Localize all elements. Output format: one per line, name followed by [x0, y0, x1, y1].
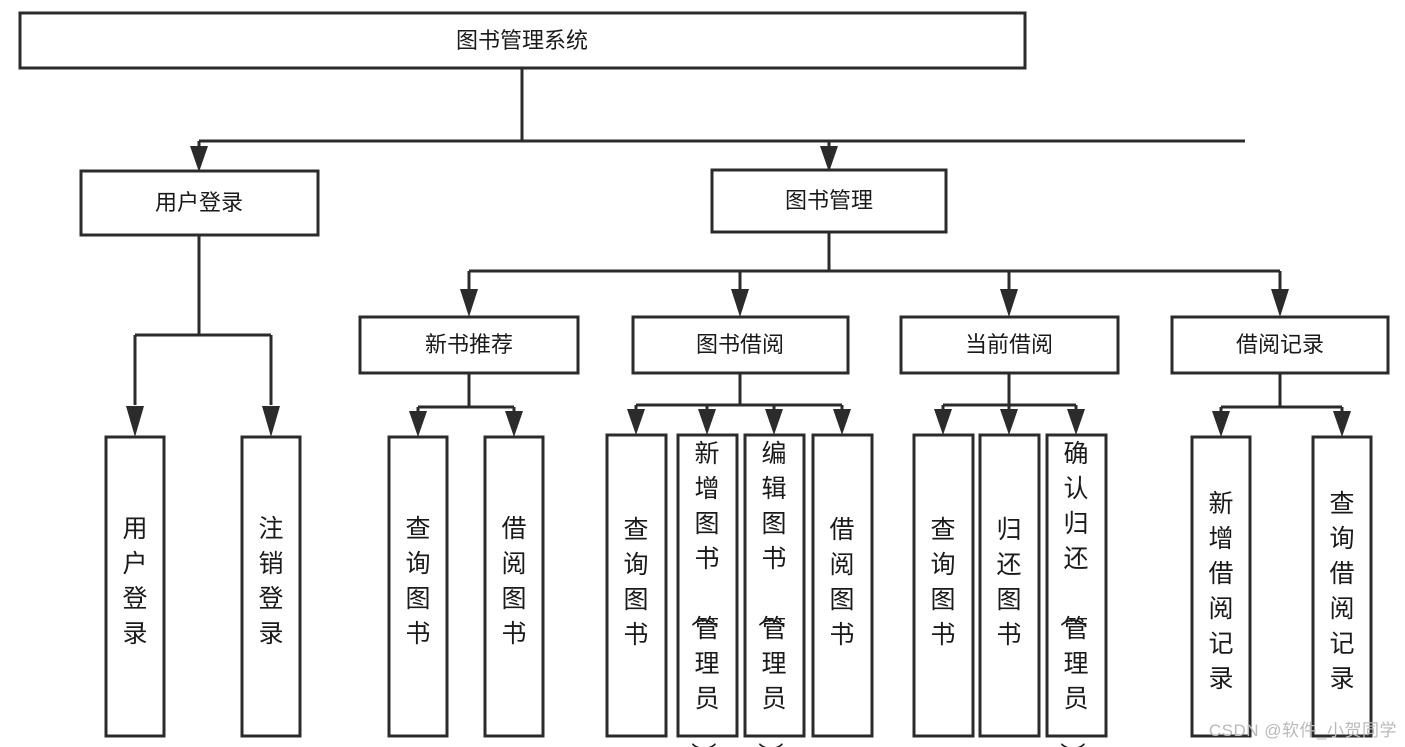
- leaf-bookborrow-borrow-label: 借阅图书: [829, 516, 854, 649]
- node-new-book-recommend-label: 新书推荐: [425, 332, 513, 357]
- arrowhead-newbook-leaf-1: [409, 411, 427, 437]
- leaf-logout-box[interactable]: [240, 435, 302, 738]
- node-new-book-recommend[interactable]: 新书推荐: [358, 315, 580, 375]
- node-borrow-record-label: 借阅记录: [1236, 332, 1324, 357]
- leaf-bookborrow-edit-label: 编辑图书（管理员）: [755, 440, 786, 747]
- node-borrow-record[interactable]: 借阅记录: [1170, 315, 1390, 375]
- leaf-bookborrow-add-box[interactable]: [676, 433, 739, 738]
- arrowhead-leaf-user-login: [126, 406, 144, 437]
- leaf-borrowrecord-query[interactable]: 查询借阅记录: [1311, 435, 1373, 738]
- arrowhead-currentborrow-leaf-2: [1000, 409, 1018, 435]
- node-current-borrow-box[interactable]: [899, 315, 1120, 375]
- arrowhead-currentborrow-leaf-3: [1067, 409, 1085, 435]
- leaf-currentborrow-confirm-box[interactable]: [1045, 433, 1108, 738]
- arrowhead-bookborrow-leaf-1: [627, 409, 645, 435]
- node-book-borrow[interactable]: 图书借阅: [631, 315, 850, 375]
- arrowhead-book-borrow: [731, 289, 749, 317]
- node-book-manage-label: 图书管理: [785, 188, 873, 213]
- node-borrow-record-box[interactable]: [1170, 315, 1390, 375]
- node-book-borrow-label: 图书借阅: [696, 332, 784, 357]
- arrowhead-newbook-leaf-2: [505, 411, 523, 437]
- leaf-bookborrow-edit[interactable]: 编辑图书（管理员）: [743, 433, 806, 747]
- arrowhead-current-borrow: [1000, 289, 1018, 317]
- leaf-currentborrow-query-label: 查询图书: [930, 516, 955, 649]
- node-root[interactable]: 图书管理系统: [18, 11, 1027, 70]
- arrowhead-bookborrow-leaf-3: [765, 409, 783, 435]
- node-current-borrow[interactable]: 当前借阅: [899, 315, 1120, 375]
- leaf-newbook-query-label: 查询图书: [405, 515, 430, 648]
- leaf-currentborrow-query[interactable]: 查询图书: [912, 433, 975, 738]
- leaf-borrowrecord-add-label: 新增借阅记录: [1208, 490, 1233, 693]
- node-current-borrow-label: 当前借阅: [965, 332, 1053, 357]
- arrowhead-borrowrecord-leaf-2: [1333, 411, 1351, 437]
- leaf-currentborrow-return-label: 归还图书: [996, 516, 1021, 649]
- leaf-bookborrow-query[interactable]: 查询图书: [605, 433, 668, 738]
- leaf-newbook-borrow-box[interactable]: [483, 435, 545, 738]
- leaf-newbook-query-box[interactable]: [387, 435, 449, 738]
- leaf-newbook-query[interactable]: 查询图书: [387, 435, 449, 738]
- node-user-login[interactable]: 用户登录: [79, 169, 320, 237]
- leaf-currentborrow-query-box[interactable]: [912, 433, 975, 738]
- connector-layer: [126, 68, 1351, 437]
- arrowhead-new-book: [460, 289, 478, 317]
- node-root-label: 图书管理系统: [456, 28, 588, 53]
- leaf-bookborrow-borrow[interactable]: 借阅图书: [811, 433, 874, 738]
- leaf-user-login[interactable]: 用户登录: [104, 435, 166, 738]
- leaf-user-login-label: 用户登录: [122, 515, 147, 648]
- arrowhead-bookborrow-leaf-2: [698, 409, 716, 435]
- leaf-bookborrow-query-label: 查询图书: [623, 516, 648, 649]
- arrowhead-borrow-record: [1271, 289, 1289, 317]
- arrowhead-borrowrecord-leaf-1: [1212, 411, 1230, 437]
- leaf-borrowrecord-query-label: 查询借阅记录: [1329, 490, 1354, 693]
- leaf-currentborrow-confirm[interactable]: 确认归还（管理员）: [1045, 433, 1108, 747]
- leaf-bookborrow-add-label: 新增图书（管理员）: [688, 440, 719, 747]
- node-book-manage[interactable]: 图书管理: [710, 168, 948, 234]
- leaf-currentborrow-return[interactable]: 归还图书: [978, 433, 1041, 738]
- node-book-manage-box[interactable]: [710, 168, 948, 234]
- leaf-bookborrow-query-box[interactable]: [605, 433, 668, 738]
- leaf-newbook-borrow-label: 借阅图书: [501, 515, 526, 648]
- leaf-bookborrow-edit-box[interactable]: [743, 433, 806, 738]
- node-user-login-label: 用户登录: [155, 190, 243, 215]
- arrowhead-book-manage: [820, 146, 838, 172]
- node-user-login-box[interactable]: [79, 169, 320, 237]
- arrowhead-bookborrow-leaf-4: [833, 409, 851, 435]
- leaf-borrowrecord-query-box[interactable]: [1311, 435, 1373, 738]
- leaf-logout-label: 注销登录: [258, 515, 283, 648]
- leaf-currentborrow-confirm-label: 确认归还（管理员）: [1057, 440, 1088, 747]
- leaf-bookborrow-add[interactable]: 新增图书（管理员）: [676, 433, 739, 747]
- arrowhead-currentborrow-leaf-1: [934, 409, 952, 435]
- arrowhead-user-login: [190, 146, 208, 172]
- arrowhead-leaf-logout: [262, 406, 280, 437]
- leaf-currentborrow-return-box[interactable]: [978, 433, 1041, 738]
- leaf-newbook-borrow[interactable]: 借阅图书: [483, 435, 545, 738]
- leaf-bookborrow-borrow-box[interactable]: [811, 433, 874, 738]
- leaf-borrowrecord-add-box[interactable]: [1190, 435, 1252, 738]
- node-root-box[interactable]: [18, 11, 1027, 70]
- leaf-logout[interactable]: 注销登录: [240, 435, 302, 738]
- leaf-user-login-box[interactable]: [104, 435, 166, 738]
- node-new-book-recommend-box[interactable]: [358, 315, 580, 375]
- leaf-borrowrecord-add[interactable]: 新增借阅记录: [1190, 435, 1252, 738]
- node-book-borrow-box[interactable]: [631, 315, 850, 375]
